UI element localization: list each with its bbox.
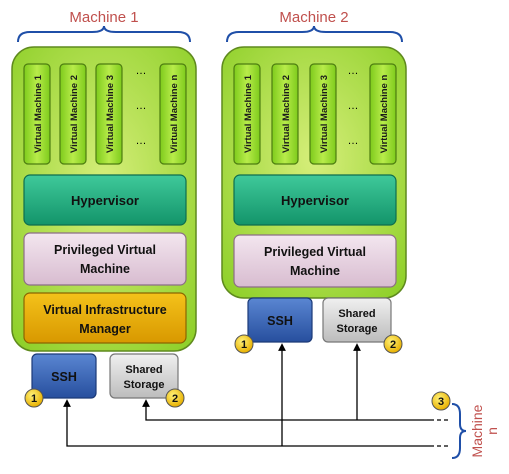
machine-n-label-line1: Machine [469, 404, 485, 457]
vm-ellipsis: … [136, 65, 147, 77]
ssh-label: SSH [267, 314, 293, 328]
machine-n-label-line2: n [484, 427, 500, 435]
machine-2-privileged-vm[interactable] [233, 234, 397, 288]
badge-3-label: 3 [438, 396, 444, 408]
vm-label: Virtual Machine n [379, 75, 390, 154]
machine-1-title: Machine 1 [69, 9, 138, 26]
machine-2-shared-storage[interactable] [322, 297, 392, 343]
badge-2-label: 2 [172, 393, 178, 405]
shared-storage-label-line1: Shared [338, 308, 375, 320]
vm-ellipsis: … [348, 135, 359, 147]
vm-label: Virtual Machine 2 [69, 75, 80, 153]
vm-label: Virtual Machine n [169, 75, 180, 154]
hypervisor-label: Hypervisor [71, 193, 139, 208]
vm-label: Virtual Machine 3 [319, 75, 330, 153]
badge-3 [431, 391, 451, 411]
machine-2-hypervisor[interactable] [233, 174, 397, 226]
badge-1 [24, 388, 44, 408]
vm-label: Virtual Machine 3 [105, 75, 116, 153]
ssh-network-line [63, 399, 430, 447]
machine-1-shared-storage[interactable] [109, 353, 179, 399]
shared-storage-label-line2: Storage [124, 379, 165, 391]
vm-box[interactable] [159, 63, 187, 165]
vim-label-line2: Manager [79, 322, 131, 336]
badge-1-label: 1 [31, 393, 37, 405]
machine-1-hypervisor[interactable] [23, 174, 187, 226]
machine-1-privileged-vm[interactable] [23, 232, 187, 286]
vm-label: Virtual Machine 1 [33, 74, 44, 153]
machine-n-brace [451, 403, 467, 459]
vm-ellipsis: … [348, 65, 359, 77]
badge-1 [234, 334, 254, 354]
machine-1-brace [17, 25, 191, 43]
vm-box[interactable] [95, 63, 123, 165]
vm-ellipsis: … [348, 100, 359, 112]
ssh-label: SSH [51, 370, 77, 384]
machine-1-vm-row: Virtual Machine 1 Virtual Machine 2 Virt… [23, 63, 187, 165]
hypervisor-label: Hypervisor [281, 193, 349, 208]
vm-ellipsis: … [136, 100, 147, 112]
vm-label: Virtual Machine 1 [243, 74, 254, 153]
badge-2 [165, 388, 185, 408]
machine-2-ssh[interactable] [247, 297, 313, 343]
vm-box[interactable] [309, 63, 337, 165]
privileged-vm-label-line1: Privileged Virtual [264, 245, 366, 259]
machine-2-brace [226, 25, 403, 43]
machine-1-ssh[interactable] [31, 353, 97, 399]
vm-box[interactable] [369, 63, 397, 165]
machine-2-vm-row: Virtual Machine 1 Virtual Machine 2 Virt… [233, 63, 397, 165]
vim-label-line1: Virtual Infrastructure [43, 303, 166, 317]
vm-box[interactable] [59, 63, 87, 165]
badge-2-label: 2 [390, 339, 396, 351]
privileged-vm-label-line1: Privileged Virtual [54, 243, 156, 257]
vm-box[interactable] [23, 63, 51, 165]
badge-1-label: 1 [241, 339, 247, 351]
machine-1-virtual-infrastructure-manager[interactable] [23, 292, 187, 344]
storage-network-line [142, 399, 430, 421]
vm-box[interactable] [271, 63, 299, 165]
shared-storage-label-line2: Storage [337, 323, 378, 335]
shared-storage-label-line1: Shared [125, 364, 162, 376]
machine-2-title: Machine 2 [279, 9, 348, 26]
privileged-vm-label-line2: Machine [80, 262, 130, 276]
vm-box[interactable] [233, 63, 261, 165]
privileged-vm-label-line2: Machine [290, 264, 340, 278]
vm-ellipsis: … [136, 135, 147, 147]
badge-2 [383, 334, 403, 354]
vm-label: Virtual Machine 2 [281, 75, 292, 153]
